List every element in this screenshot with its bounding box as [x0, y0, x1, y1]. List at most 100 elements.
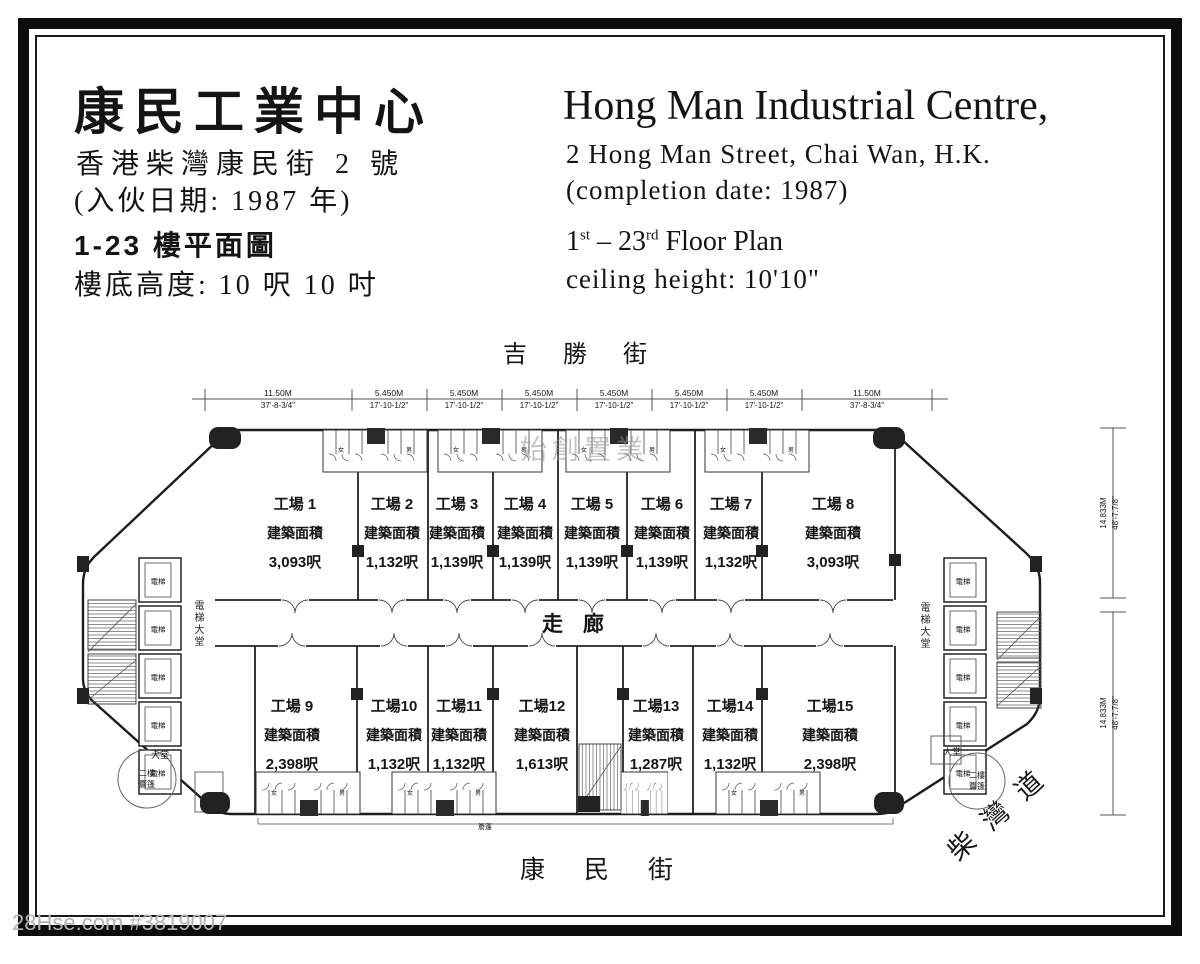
- column: [578, 796, 600, 812]
- floor-plan-en-sup1: st: [580, 227, 591, 244]
- unit-10-area-label: 建築面積: [366, 727, 423, 743]
- unit-6-name: 工場 6: [641, 496, 684, 513]
- unit-1-area: 3,093呎: [269, 554, 323, 571]
- structural-columns: [77, 427, 1042, 814]
- street-name-bottom: 康民街: [520, 856, 712, 884]
- dim-top-2-m: 5.450M: [450, 388, 478, 398]
- lobby-label-right: 大堂: [943, 746, 961, 757]
- completion-date-en: (completion date: 1987): [566, 175, 849, 205]
- unit-15-area-label: 建築面積: [802, 727, 859, 743]
- lift-left-2: [138, 605, 182, 651]
- unit-12-area: 1,613呎: [516, 756, 570, 773]
- corridor-label: 走廊: [542, 612, 624, 636]
- canopy-line: [257, 818, 894, 825]
- unit-1-area-label: 建築面積: [267, 525, 324, 541]
- unit-4-area: 1,139呎: [499, 554, 553, 571]
- unit-8-area: 3,093呎: [807, 554, 861, 571]
- dim-top-0-m: 11.50M: [264, 388, 292, 398]
- lift-left-1: [138, 557, 182, 603]
- ceiling-height-en: ceiling height: 10'10": [566, 264, 820, 294]
- column: [756, 545, 768, 557]
- floor-plan-en-sup2: rd: [646, 227, 659, 244]
- stair-right-break-lines: [996, 615, 1042, 707]
- unit-7-name: 工場 7: [710, 496, 753, 513]
- street-name-top: 吉勝街: [503, 341, 683, 368]
- dim-top-4-ft: 17'-10-1/2": [595, 401, 634, 410]
- dim-right-0-ft: 48'-7.7/8": [1111, 496, 1120, 530]
- dim-top-5-m: 5.450M: [675, 388, 703, 398]
- unit-15-area: 2,398呎: [804, 756, 858, 773]
- floor-plan-en-p3: Floor Plan: [658, 226, 783, 257]
- completion-date-zh: (入伙日期: 1987 年): [74, 186, 353, 217]
- wc-male-label: 男: [339, 790, 345, 797]
- floor-plan-title-zh: 1-23 樓平面圖: [74, 230, 277, 261]
- edge-wedge: [1030, 556, 1042, 572]
- unit-14-area: 1,132呎: [704, 756, 758, 773]
- unit-13-area: 1,287呎: [630, 756, 684, 773]
- wc-female-label: 女: [731, 789, 737, 797]
- canopy-circle-right: [948, 752, 1006, 810]
- canopy-note: 簷蓬: [478, 822, 492, 831]
- watermark-center: 始創置業: [520, 435, 648, 465]
- edge-wedge: [77, 688, 89, 704]
- dim-top-4-m: 5.450M: [600, 388, 628, 398]
- unit-3-area: 1,139呎: [431, 554, 485, 571]
- unit-2-name: 工場 2: [371, 496, 414, 513]
- lobby-label-left: 大堂: [151, 749, 169, 760]
- dim-top-7-ft: 37'-8-3/4": [850, 401, 884, 410]
- unit-labels-bottom: 工場 9 建築面積 2,398呎 工場10 建築面積 1,132呎 工場11 建…: [264, 698, 859, 773]
- unit-8-name: 工場 8: [812, 496, 855, 513]
- bottom-unit-divider-walls: [254, 646, 896, 814]
- dim-top-1-ft: 17'-10-1/2": [370, 401, 409, 410]
- dim-top-6-ft: 17'-10-1/2": [745, 401, 784, 410]
- floor-plan-en-p1: 1: [566, 226, 580, 257]
- edge-wedge: [77, 556, 89, 572]
- wc-female-label: 女: [338, 446, 344, 454]
- unit-2-area-label: 建築面積: [364, 525, 421, 541]
- top-unit-divider-walls: [357, 430, 896, 600]
- building-address-en: 2 Hong Man Street, Chai Wan, H.K.: [566, 139, 991, 169]
- dim-right-1-m: 14.833M: [1099, 697, 1108, 728]
- wc-female-label: 女: [453, 446, 459, 454]
- unit-8-area-label: 建築面積: [805, 525, 862, 541]
- unit-14-name: 工場14: [707, 698, 754, 715]
- column: [487, 545, 499, 557]
- edge-wedge: [1030, 688, 1042, 704]
- page-border-inner: [35, 35, 1165, 917]
- unit-2-area: 1,132呎: [366, 554, 420, 571]
- column: [621, 545, 633, 557]
- stair-right-upper: [996, 611, 1042, 659]
- lift-right-4: [943, 701, 987, 747]
- wc-female-label: 女: [581, 446, 587, 454]
- corner-block-bl: [200, 792, 230, 814]
- top-dimension-ticks: [204, 389, 933, 411]
- corner-block-tl: [209, 427, 241, 449]
- dim-top-5-ft: 17'-10-1/2": [670, 401, 709, 410]
- unit-12-name: 工場12: [519, 698, 566, 715]
- column: [889, 554, 901, 566]
- column: [351, 688, 363, 700]
- unit-7-area-label: 建築面積: [703, 525, 760, 541]
- wc-male-label: 男: [788, 447, 794, 454]
- column: [487, 688, 499, 700]
- ceiling-height-zh: 樓底高度: 10 呎 10 吋: [74, 270, 379, 301]
- dim-top-0-ft: 37'-8-3/4": [261, 401, 295, 410]
- unit-10-area: 1,132呎: [368, 756, 422, 773]
- lift-right-2: [943, 605, 987, 651]
- unit-11-area: 1,132呎: [433, 756, 487, 773]
- watermark-corner: 28Hse.com #3819007: [12, 910, 228, 935]
- unit-7-area: 1,132呎: [705, 554, 759, 571]
- wc-male-label: 男: [649, 447, 655, 454]
- column: [352, 545, 364, 557]
- unit-3-name: 工場 3: [436, 496, 479, 513]
- unit-10-name: 工場10: [371, 698, 418, 715]
- unit-12-area-label: 建築面積: [514, 727, 571, 743]
- unit-9-area-label: 建築面積: [264, 727, 321, 743]
- dim-top-6-m: 5.450M: [750, 388, 778, 398]
- dim-right-0-m: 14.833M: [1099, 497, 1108, 528]
- canopy-circle-left-line2: 簷篷: [139, 779, 155, 789]
- unit-6-area: 1,139呎: [636, 554, 690, 571]
- canopy-circle-left: [117, 749, 177, 809]
- canopy-circle-right-line1: 二樓: [969, 770, 985, 780]
- stair-left-lower: [87, 653, 137, 705]
